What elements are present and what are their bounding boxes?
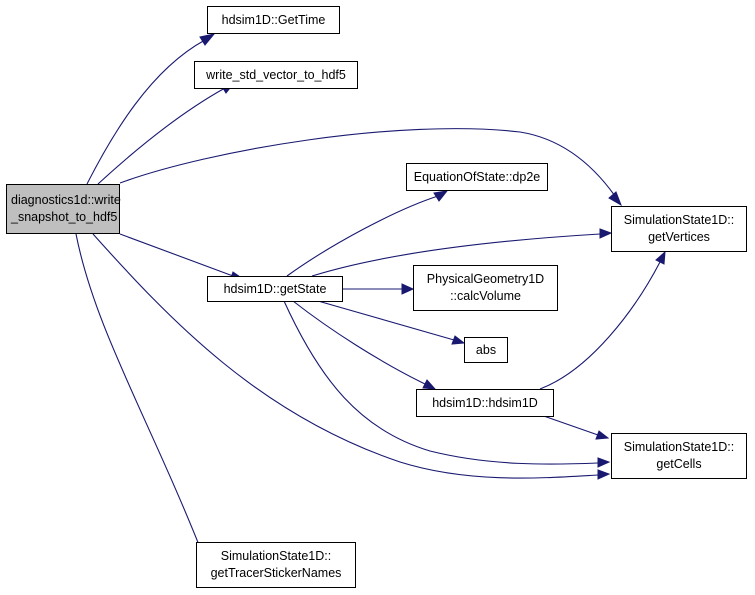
edge-getstate-to-getvertices bbox=[311, 233, 601, 277]
node-label: hdsim1D::hdsim1D bbox=[432, 395, 538, 410]
node-label-line2: _snapshot_to_hdf5 bbox=[11, 210, 118, 224]
node-label: abs bbox=[475, 342, 497, 357]
node-label-line2: ::calcVolume bbox=[450, 289, 521, 303]
edge-root-to-gettracernames bbox=[75, 233, 206, 561]
edge-root-to-write-vector bbox=[97, 87, 226, 185]
node-label: EquationOfState::dp2e bbox=[413, 169, 541, 184]
node-root-diagnostics1d-write-snapshot: diagnostics1d::write _snapshot_to_hdf5 bbox=[6, 184, 121, 234]
arrowhead bbox=[451, 335, 466, 345]
edge-getstate-to-getcells bbox=[283, 300, 599, 465]
arrowhead bbox=[597, 457, 611, 468]
node-label-line2: getTracerStickerNames bbox=[210, 566, 342, 580]
arrowhead bbox=[595, 430, 610, 440]
node-hdsim1d-hdsim1d[interactable]: hdsim1D::hdsim1D bbox=[416, 389, 554, 417]
edge-getstate-to-abs bbox=[317, 300, 455, 341]
node-label-line1: SimulationState1D:: bbox=[623, 213, 735, 227]
edge-root-to-getstate bbox=[119, 233, 234, 277]
edge-root-to-gettime bbox=[86, 39, 206, 185]
node-label: write_std_vector_to_hdf5 bbox=[206, 67, 346, 82]
edge-hdsimctor-to-getcells bbox=[537, 413, 599, 436]
edge-root-to-getvertices bbox=[119, 128, 616, 197]
node-label-line1: PhysicalGeometry1D bbox=[426, 272, 545, 286]
node-label-line1: SimulationState1D:: bbox=[220, 549, 332, 563]
node-physicalgeometry1d-calcvolume[interactable]: PhysicalGeometry1D ::calcVolume bbox=[413, 265, 558, 311]
node-abs[interactable]: abs bbox=[464, 337, 508, 363]
node-hdsim1d-gettime[interactable]: hdsim1D::GetTime bbox=[207, 6, 340, 34]
node-label: hdsim1D::GetTime bbox=[221, 12, 326, 27]
arrowhead bbox=[401, 283, 415, 295]
node-label-line2: getCells bbox=[656, 457, 702, 471]
arrowhead bbox=[199, 33, 216, 46]
arrowhead bbox=[655, 250, 666, 265]
arrowhead bbox=[422, 379, 437, 390]
edge-getstate-to-dp2e bbox=[286, 195, 439, 277]
node-simulationstate1d-getcells[interactable]: SimulationState1D:: getCells bbox=[611, 433, 747, 479]
node-simulationstate1d-gettracerstickernames[interactable]: SimulationState1D:: getTracerStickerName… bbox=[196, 542, 356, 588]
node-write-std-vector-to-hdf5[interactable]: write_std_vector_to_hdf5 bbox=[194, 61, 358, 89]
arrowhead bbox=[608, 191, 622, 207]
edge-hdsimctor-to-getvertices bbox=[539, 261, 661, 390]
edge-root-to-getcells bbox=[92, 233, 599, 479]
edge-getstate-to-hdsimctor bbox=[292, 300, 426, 385]
node-equationofstate-dp2e[interactable]: EquationOfState::dp2e bbox=[406, 163, 548, 191]
node-label-line1: SimulationState1D:: bbox=[623, 440, 735, 454]
arrowhead bbox=[597, 469, 611, 480]
node-simulationstate1d-getvertices[interactable]: SimulationState1D:: getVertices bbox=[611, 206, 747, 252]
arrowhead bbox=[599, 228, 613, 239]
arrowhead bbox=[433, 190, 449, 202]
node-label-line2: getVertices bbox=[648, 230, 710, 244]
node-label: hdsim1D::getState bbox=[223, 281, 327, 296]
node-label-line1: diagnostics1d::write bbox=[11, 193, 121, 207]
node-hdsim1d-getstate[interactable]: hdsim1D::getState bbox=[207, 276, 343, 302]
